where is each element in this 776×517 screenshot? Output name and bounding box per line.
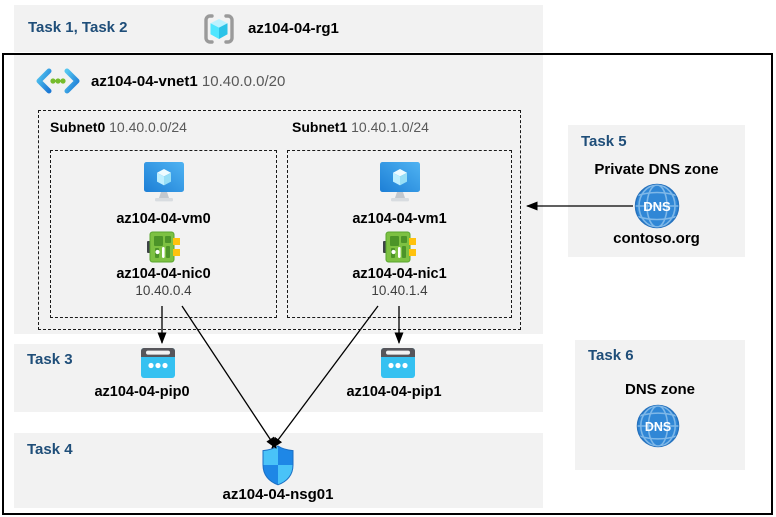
task1-task2-label: Task 1, Task 2 [28,19,128,36]
vnet-cidr: 10.40.0.0/20 [201,72,286,90]
subnet1-header: Subnet1 10.40.1.0/24 [292,119,429,135]
nic0-ip: 10.40.0.4 [135,283,192,298]
nic1-label: az104-04-nic1 [352,266,447,282]
nsg-shield-icon [261,445,295,486]
diagram-outer-frame [2,53,773,515]
subnet1-content: az104-04-vm1 az104-04- [288,151,511,298]
task3-band: Task 3 az104-04-pip0 az104-04-pip1 [14,344,543,412]
pip1-icon [381,348,415,378]
pip1-label: az104-04-pip1 [346,384,442,400]
subnet1-box: az104-04-vm1 az104-04- [287,150,512,318]
task4-band: Task 4 az104-04-nsg01 [14,433,543,508]
dns-zone-title: DNS zone [624,381,695,398]
subnet1-name: Subnet1 [292,119,348,135]
task1-task2-band: Task 1, Task 2 az104-04-rg1 [14,5,543,52]
nsg-label: az104-04-nsg01 [222,486,334,503]
vm0-label: az104-04-vm0 [116,211,211,227]
dns-icon-text: DNS [643,199,671,214]
vnet-name: az104-04-vnet1 [91,72,198,90]
subnet0-box: az104-04-vm0 az104-04- [50,150,277,318]
nic0-label: az104-04-nic0 [116,266,211,282]
subnet1-cidr: 10.40.1.0/24 [351,119,429,135]
vnet-icon [35,68,81,94]
resource-group-name: az104-04-rg1 [248,20,339,37]
vm0-icon [142,162,186,204]
task5-panel: Task 5 Private DNS zone DNS contoso.org [568,125,745,257]
nic1-ip: 10.40.1.4 [371,283,428,298]
task4-label: Task 4 [27,441,73,458]
vnet-header: az104-04-vnet1 10.40.0.0/20 [35,68,285,94]
vnet-title: az104-04-vnet1 10.40.0.0/20 [91,73,285,90]
task6-label: Task 6 [588,347,634,364]
task5-label: Task 5 [581,133,627,150]
vnet-area: az104-04-vnet1 10.40.0.0/20 Subnet0 10.4… [14,55,543,334]
resource-group-icon [202,12,236,46]
subnet0-header: Subnet0 10.40.0.0/24 [50,119,187,135]
nic1-icon [383,231,416,263]
subnet0-cidr: 10.40.0.0/24 [109,119,187,135]
vm1-icon [378,162,422,204]
nic0-icon [147,231,180,263]
private-dns-zone-icon: DNS [634,183,680,229]
task3-label: Task 3 [27,351,73,368]
task6-panel: Task 6 DNS zone DNS [575,340,745,470]
subnet0-name: Subnet0 [50,119,106,135]
private-dns-zone-title: Private DNS zone [594,161,719,178]
dns-zone-icon: DNS [636,404,680,448]
private-dns-zone-name: contoso.org [613,230,700,247]
vm1-label: az104-04-vm1 [352,211,447,227]
dns-icon-text-2: DNS [645,420,671,434]
pip0-label: az104-04-pip0 [94,384,190,400]
pip0-icon [141,348,175,378]
subnet0-content: az104-04-vm0 az104-04- [51,151,276,298]
